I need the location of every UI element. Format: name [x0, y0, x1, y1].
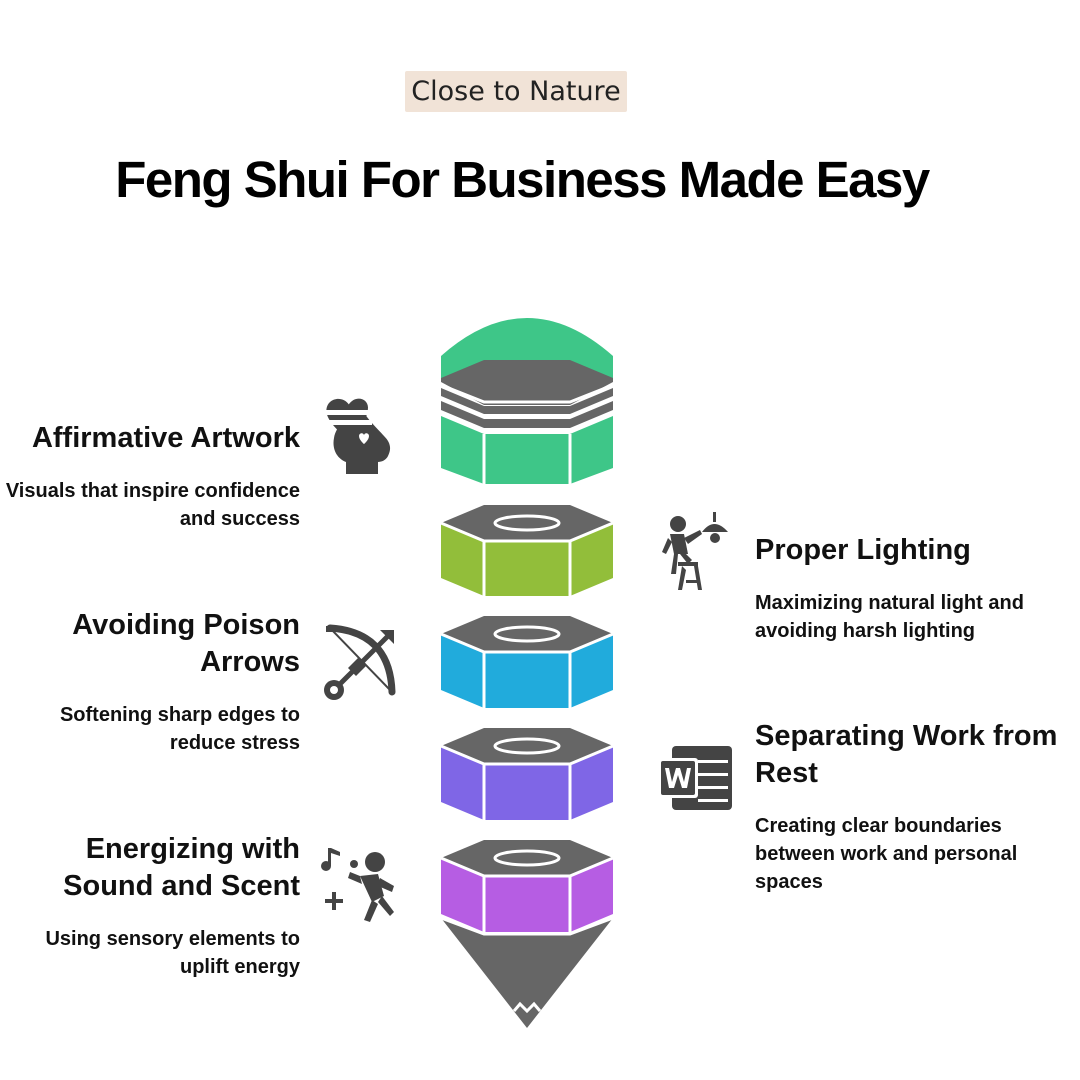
layer-top-band-3 [441, 401, 613, 428]
layer-top-band-2 [441, 388, 613, 414]
item-energizing-sound-scent: Energizing with Sound and Scent Using se… [0, 831, 300, 981]
item-description: Visuals that inspire confidence and succ… [5, 480, 300, 530]
item-title: Avoiding Poison Arrows [72, 609, 300, 678]
item-title: Separating Work from Rest [755, 720, 1058, 789]
item-title: Proper Lighting [755, 534, 971, 566]
item-description: Maximizing natural light and avoiding ha… [755, 592, 1024, 642]
layer-2-segment [440, 505, 614, 596]
layer-top-band-1 [441, 360, 613, 405]
item-title: Energizing with Sound and Scent [63, 833, 300, 902]
item-affirmative-artwork: Affirmative Artwork Visuals that inspire… [0, 420, 300, 533]
lamp-person-icon [662, 512, 728, 590]
item-description: Using sensory elements to uplift energy [45, 928, 300, 978]
dancing-music-icon [321, 848, 394, 922]
heart-head-icon [322, 398, 391, 474]
pencil-tip [440, 916, 614, 1028]
item-proper-lighting: Proper Lighting Maximizing natural light… [755, 532, 1055, 645]
item-description: Softening sharp edges to reduce stress [59, 704, 300, 754]
tag-label: Close to Nature [405, 71, 627, 112]
layer-4-segment [440, 728, 614, 820]
layer-3-segment [440, 616, 614, 708]
word-document-icon [658, 746, 732, 810]
item-title: Affirmative Artwork [31, 422, 300, 454]
item-avoiding-poison-arrows: Avoiding Poison Arrows Softening sharp e… [0, 607, 300, 757]
item-separating-work-from-rest: Separating Work from Rest Creating clear… [755, 718, 1075, 896]
page-title: Feng Shui For Business Made Easy [115, 151, 930, 208]
item-description: Creating clear boundaries between work a… [755, 815, 1018, 893]
bow-arrow-icon [324, 624, 396, 700]
layer-5-segment [440, 840, 614, 932]
layer-top-segment [440, 318, 614, 484]
